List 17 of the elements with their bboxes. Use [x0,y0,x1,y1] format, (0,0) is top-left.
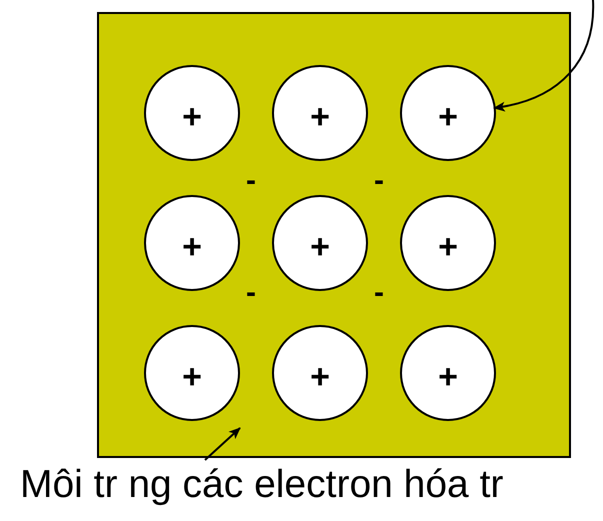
charge-sign: + [438,100,458,134]
charge-sign: + [310,230,330,264]
charge-sign: + [182,230,202,264]
arrow [493,0,594,112]
charge-sign: + [438,230,458,264]
minus-sign: - [246,278,256,308]
charge-sign: + [310,360,330,394]
charge-sign: + [182,360,202,394]
lattice-background [97,12,571,458]
caption-text: Môi tr ng các electron hóa tr [20,462,504,508]
minus-sign: - [246,166,256,196]
charge-sign: + [438,360,458,394]
charge-sign: + [310,100,330,134]
leader-line [204,427,241,461]
minus-sign: - [374,278,384,308]
charge-sign: + [182,100,202,134]
minus-sign: - [374,166,384,196]
